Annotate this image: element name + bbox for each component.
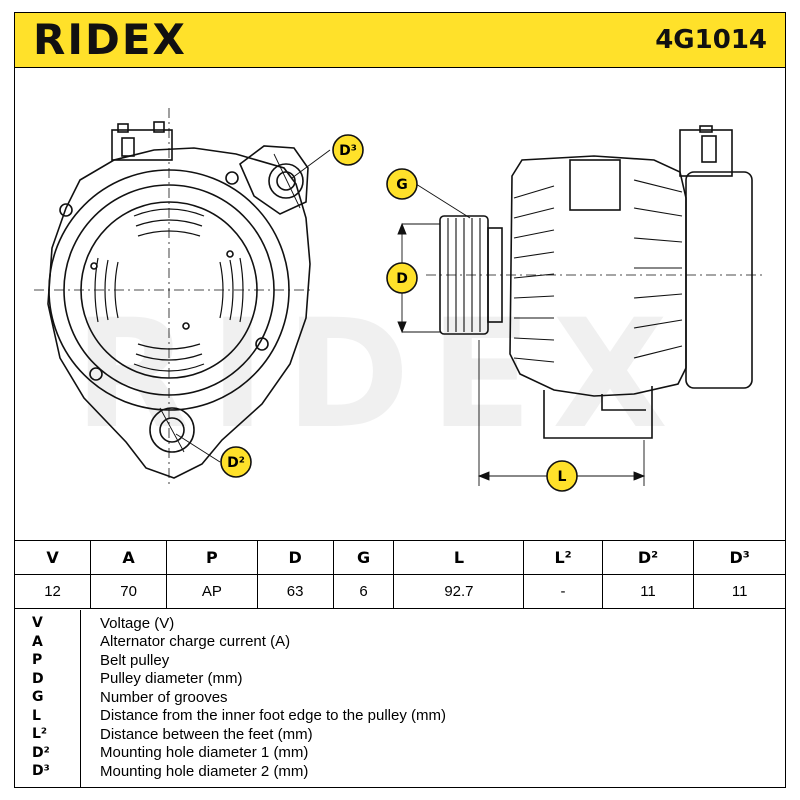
- spec-header: L: [393, 540, 525, 575]
- legend-key: G: [32, 689, 44, 706]
- legend-item: A Alternator charge current (A): [14, 633, 290, 652]
- svg-text:L: L: [558, 469, 567, 485]
- legend-item: D² Mounting hole diameter 1 (mm): [14, 744, 308, 763]
- legend-desc: Voltage (V): [100, 614, 175, 632]
- spec-value: 11: [601, 574, 695, 609]
- spec-header: D³: [693, 540, 786, 575]
- alternator-side-view: [426, 125, 762, 439]
- badge-d2: D²: [220, 446, 252, 478]
- specs-value-row: 12 70 AP 63 6 92.7 - 11 11: [13, 574, 786, 609]
- legend-desc: Mounting hole diameter 2 (mm): [100, 762, 309, 780]
- spec-header: G: [332, 540, 395, 575]
- legend-desc: Pulley diameter (mm): [100, 670, 243, 688]
- legend-desc: Alternator charge current (A): [100, 633, 291, 651]
- legend-key: D²: [32, 744, 50, 761]
- legend-key: D³: [32, 763, 50, 780]
- spec-header: P: [166, 540, 258, 575]
- dimension-lines: [159, 149, 646, 486]
- spec-value: 11: [693, 574, 786, 609]
- spec-value: 6: [332, 574, 395, 609]
- spec-header: L²: [523, 540, 603, 575]
- technical-drawing: RIDEX: [14, 68, 786, 540]
- legend-desc: Mounting hole diameter 1 (mm): [100, 744, 309, 762]
- legend-key: L²: [32, 726, 48, 743]
- svg-text:G: G: [396, 177, 408, 193]
- part-number: 4G1014: [655, 25, 767, 55]
- legend-item: D³ Mounting hole diameter 2 (mm): [14, 762, 308, 781]
- watermark: RIDEX: [74, 288, 688, 462]
- legend-desc: Belt pulley: [100, 651, 170, 669]
- badge-g: G: [386, 168, 418, 200]
- legend-item: L² Distance between the feet (mm): [14, 725, 313, 744]
- legend-desc: Number of grooves: [100, 688, 228, 706]
- legend-item: L Distance from the inner foot edge to t…: [14, 707, 446, 726]
- spec-header: D: [256, 540, 334, 575]
- alternator-drawing: D³ G D D² L: [34, 108, 762, 492]
- legend-key: P: [32, 652, 43, 669]
- spec-header: A: [90, 540, 168, 575]
- badge-d3: D³: [332, 134, 364, 166]
- legend: V Voltage (V) A Alternator charge curren…: [14, 610, 786, 788]
- spec-value: 70: [90, 574, 168, 609]
- brand-logo: RIDEX: [33, 15, 187, 64]
- legend-desc: Distance from the inner foot edge to the…: [100, 707, 446, 725]
- legend-key: D: [32, 670, 44, 687]
- svg-text:D: D: [396, 271, 408, 287]
- legend-key: L: [32, 707, 41, 724]
- legend-item: P Belt pulley: [14, 651, 169, 670]
- specs-table: V A P D G L L² D² D³ 12 70 AP 63 6 92.7 …: [13, 540, 786, 609]
- legend-key: A: [32, 633, 43, 650]
- spec-value: 12: [13, 574, 92, 609]
- spec-value: 92.7: [393, 574, 525, 609]
- legend-divider: [80, 610, 81, 788]
- spec-header: V: [13, 540, 92, 575]
- badge-l: L: [546, 460, 578, 492]
- specs-header-row: V A P D G L L² D² D³: [13, 540, 786, 575]
- spec-value: 63: [256, 574, 334, 609]
- badge-d: D: [386, 262, 418, 294]
- spec-header: D²: [601, 540, 695, 575]
- alternator-front-view: [34, 108, 314, 488]
- spec-value: -: [523, 574, 603, 609]
- svg-text:D³: D³: [339, 143, 357, 159]
- svg-text:D²: D²: [227, 455, 245, 471]
- spec-value: AP: [166, 574, 258, 609]
- legend-item: D Pulley diameter (mm): [14, 670, 243, 689]
- header-bar: RIDEX 4G1014: [14, 12, 786, 68]
- legend-item: V Voltage (V): [14, 614, 174, 633]
- legend-key: V: [32, 615, 43, 632]
- legend-item: G Number of grooves: [14, 688, 228, 707]
- legend-desc: Distance between the feet (mm): [100, 725, 313, 743]
